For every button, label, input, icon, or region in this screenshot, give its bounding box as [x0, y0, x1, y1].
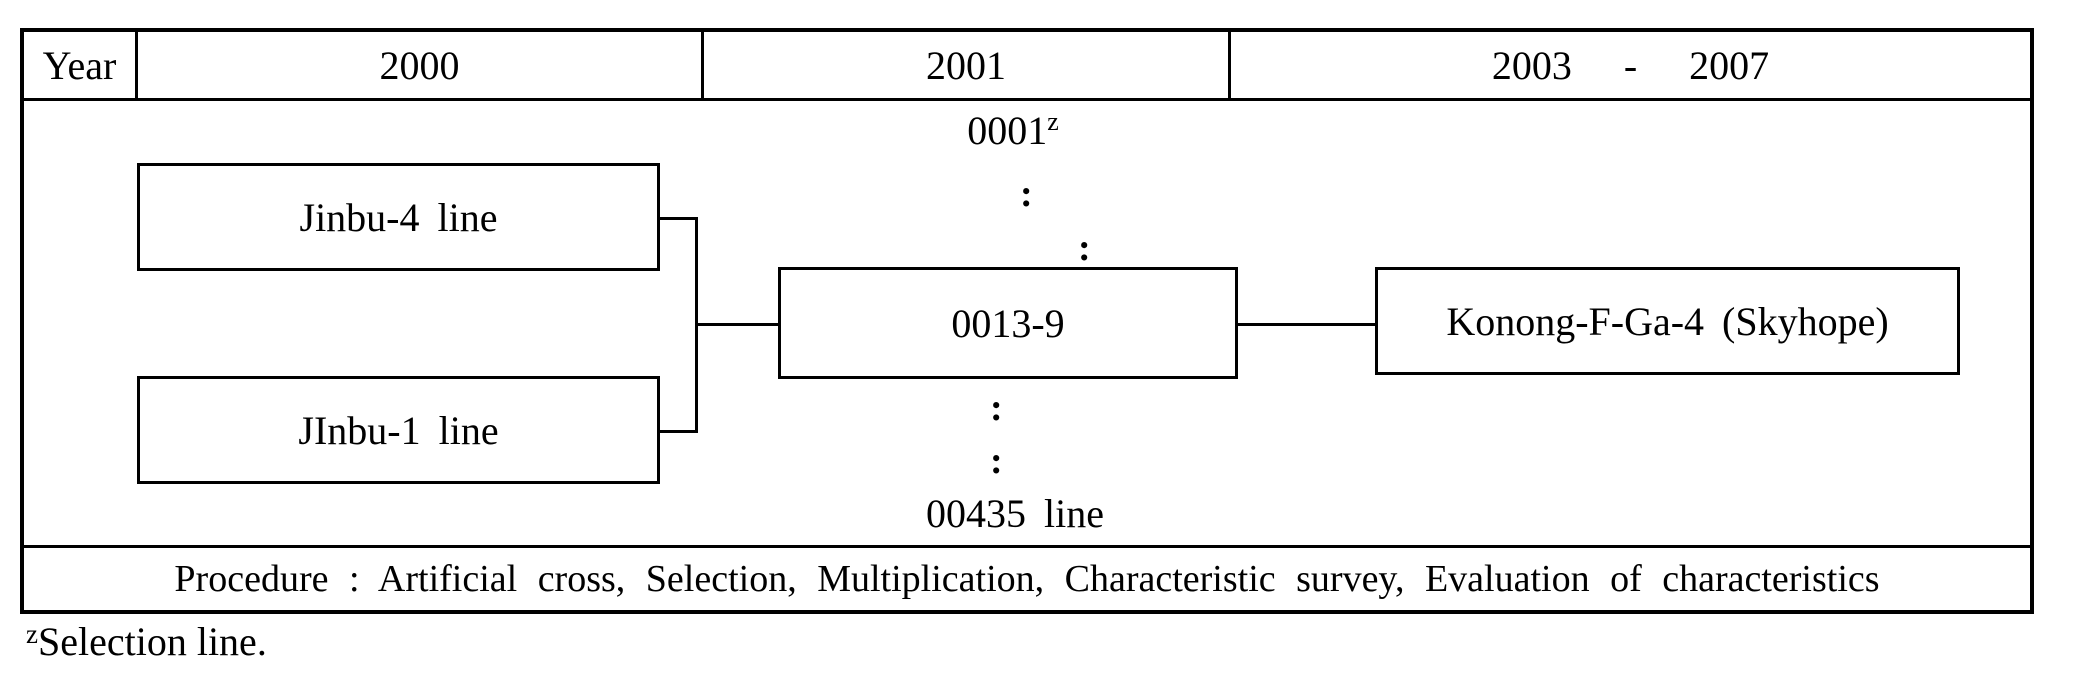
year-2001-cell: 2001: [704, 32, 1231, 98]
connector-jinbu4-stub: [660, 217, 698, 220]
year-label: Year: [42, 42, 117, 88]
breeding-scheme-table: Year 2000 2001 2003 - 2007 Jinbu-4 line …: [20, 28, 2034, 614]
cross-line-0013-9-label: 0013-9: [951, 300, 1065, 346]
cross-line-0013-9-box: 0013-9: [778, 267, 1238, 379]
jinbu1-line-label: JInbu-1 line: [298, 407, 499, 453]
selection-line-0001-label: 0001z: [967, 107, 1059, 154]
footnote-marker-z: z: [1047, 107, 1059, 136]
year-2001-label: 2001: [926, 42, 1006, 88]
procedure-row: Procedure : Artificial cross, Selection,…: [24, 545, 2030, 610]
year-2003-2007-label: 2003 - 2007: [1491, 42, 1770, 88]
year-label-cell: Year: [24, 32, 138, 98]
jinbu4-line-box: Jinbu-4 line: [137, 163, 660, 271]
dotted-selection-path-upper-1: :: [1020, 173, 1033, 215]
dotted-selection-path-lower-1: :: [990, 387, 1003, 429]
connector-jinbu1-stub: [660, 430, 698, 433]
year-2000-cell: 2000: [138, 32, 704, 98]
year-header-row: Year 2000 2001 2003 - 2007: [24, 32, 2030, 101]
pedigree-diagram: Jinbu-4 line JInbu-1 line 0013-9 Konong-…: [24, 101, 2030, 545]
jinbu1-line-box: JInbu-1 line: [137, 376, 660, 484]
footnote-text: Selection line.: [37, 619, 267, 664]
selection-line-00435-text: 00435 line: [926, 491, 1104, 536]
jinbu4-line-label: Jinbu-4 line: [299, 194, 498, 240]
footnote-sup-z: z: [26, 619, 38, 649]
cultivar-konong-label: Konong-F-Ga-4 (Skyhope): [1446, 298, 1889, 344]
selection-line-00435-label: 00435 line: [926, 491, 1104, 537]
connector-to-cultivar: [1238, 323, 1375, 326]
dotted-selection-path-upper-2: :: [1078, 227, 1091, 269]
dotted-selection-path-lower-2: :: [990, 440, 1003, 482]
selection-line-0001-text: 0001: [967, 108, 1048, 153]
year-2003-2007-cell: 2003 - 2007: [1231, 32, 2030, 98]
year-2000-label: 2000: [379, 42, 460, 88]
cultivar-konong-box: Konong-F-Ga-4 (Skyhope): [1375, 267, 1960, 375]
connector-to-cross-line: [695, 323, 778, 326]
procedure-text: Procedure : Artificial cross, Selection,…: [174, 558, 1880, 600]
footnote: zSelection line.: [26, 618, 267, 665]
